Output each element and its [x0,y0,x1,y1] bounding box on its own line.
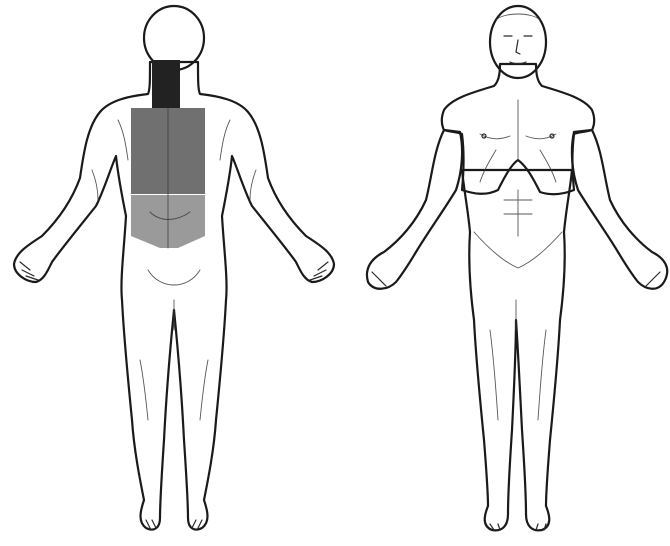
anterior-right-arm-region [572,130,667,289]
posterior-neck-region [152,60,180,108]
anterior-figure [367,6,667,530]
anterior-abdomen-legs-region [462,170,572,530]
anterior-left-arm-region [367,130,462,289]
posterior-figure [14,6,334,530]
